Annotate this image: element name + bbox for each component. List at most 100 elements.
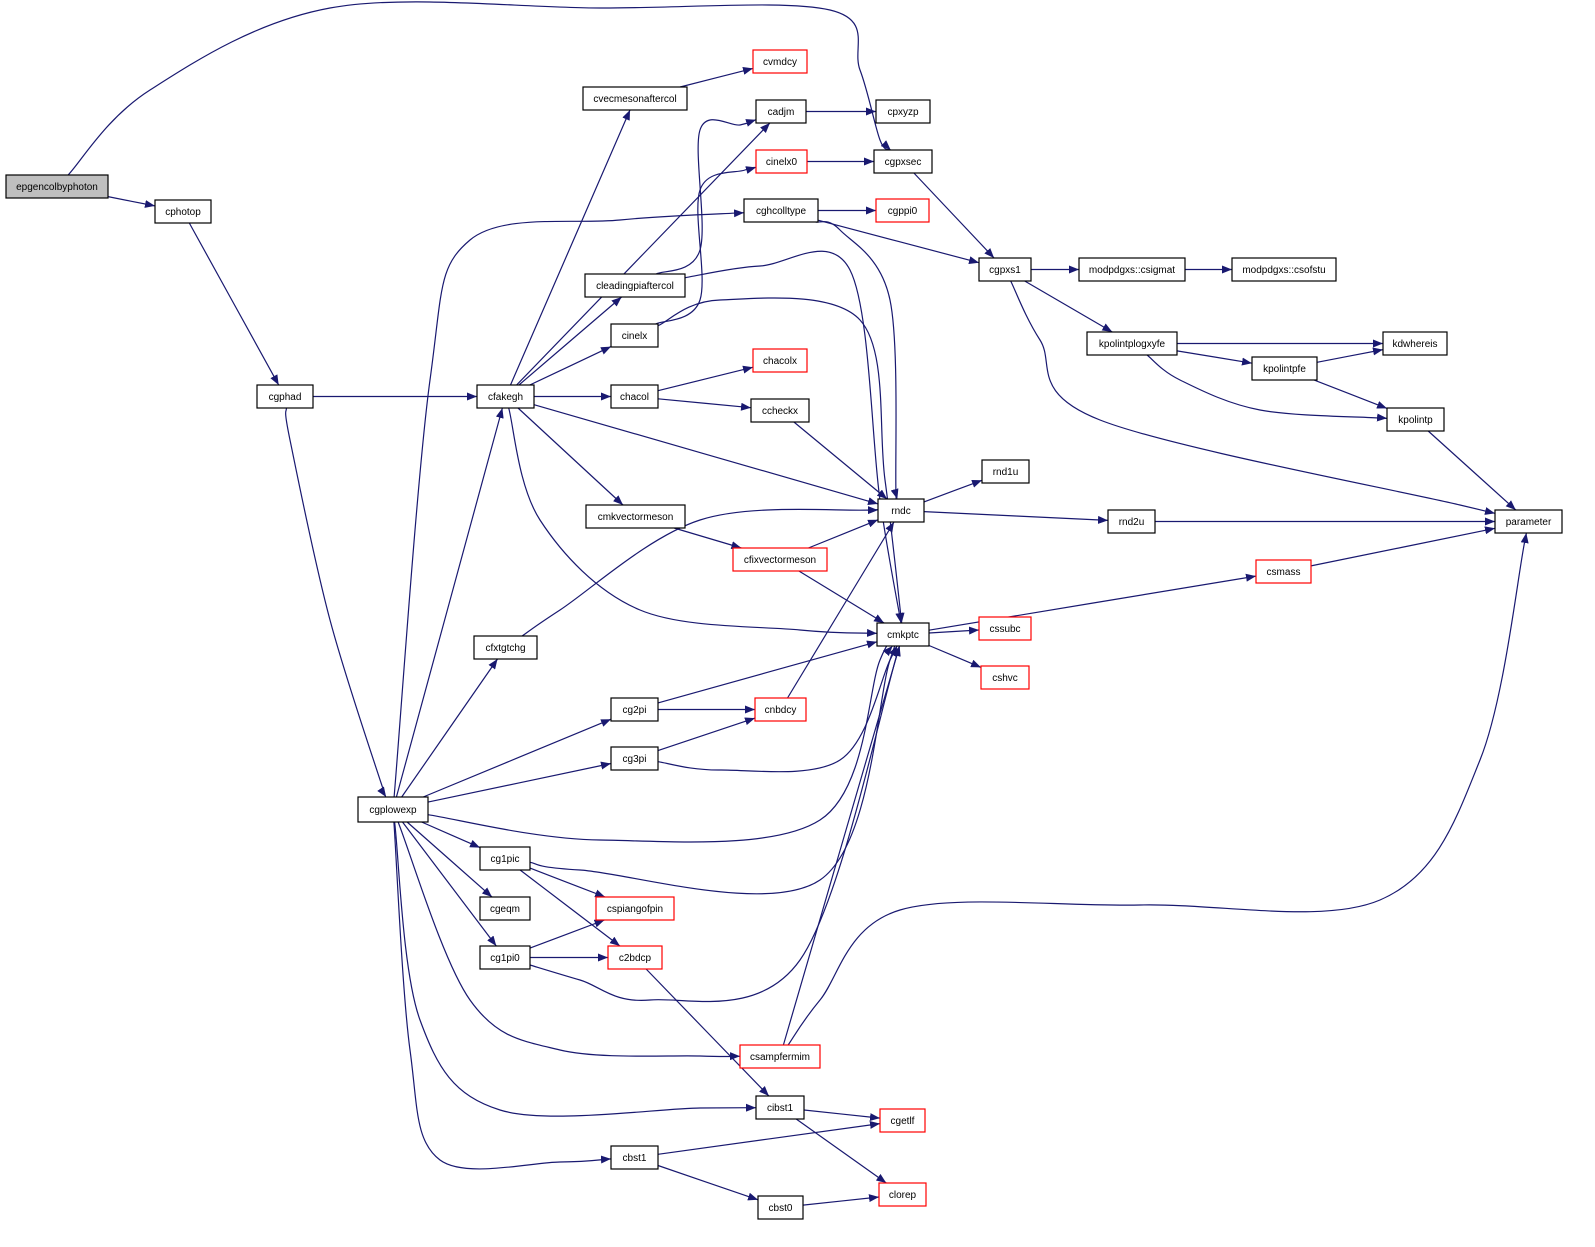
node-label: cfxtgtchg: [485, 643, 525, 654]
node-cpxyzp[interactable]: cpxyzp: [875, 99, 931, 124]
node-label: kpolintp: [1398, 415, 1433, 426]
edge-cghcolltype-to-cgpxs1: [817, 219, 980, 265]
node-box: [752, 348, 808, 373]
nodes-layer: epgencolbyphoton cphotop cgphad cgplowexp cv…: [5, 49, 1563, 1220]
node-label: cspiangofpin: [607, 904, 663, 915]
node-label: cfixvectormeson: [744, 555, 816, 566]
node-cgeqm[interactable]: cgeqm: [479, 896, 531, 921]
node-label: cssubc: [989, 624, 1020, 635]
node-cmkvectormeson[interactable]: cmkvectormeson: [585, 504, 686, 529]
node-box: [750, 398, 810, 423]
node-box: [1086, 331, 1178, 356]
node-csampfermim[interactable]: csampfermim: [739, 1044, 821, 1069]
node-ccheckx[interactable]: ccheckx: [750, 398, 810, 423]
edge-kpolintpfe-to-kpolintp: [1313, 379, 1388, 409]
node-cfxtgtchg[interactable]: cfxtgtchg: [473, 635, 538, 660]
node-cgpxsec[interactable]: cgpxsec: [873, 149, 933, 174]
node-cgplowexp[interactable]: cgplowexp: [357, 796, 429, 823]
edge-chacol-to-ccheckx: [657, 398, 752, 411]
node-cmkptc[interactable]: cmkptc: [876, 622, 930, 647]
edge-cgplowexp-to-cghcolltype: [393, 209, 745, 798]
node-label: cgplowexp: [369, 805, 417, 816]
node-cleadingpiaftercol[interactable]: cleadingpiaftercol: [584, 273, 686, 298]
node-box: [357, 796, 429, 823]
node-cnbdcy[interactable]: cnbdcy: [754, 697, 807, 722]
node-box: [739, 1044, 821, 1069]
node-cshvc[interactable]: cshvc: [980, 665, 1030, 690]
node-chacolx[interactable]: chacolx: [752, 348, 808, 373]
node-kpolintplogxyfe[interactable]: kpolintplogxyfe: [1086, 331, 1178, 356]
edge-cgpxsec-to-cgpxs1: [913, 172, 995, 259]
node-label: cgeqm: [490, 904, 520, 915]
node-cbst1[interactable]: cbst1: [610, 1145, 659, 1170]
edge-cg1pi0-to-cspiangofpin: [529, 919, 605, 949]
node-label: cgpxsec: [885, 157, 922, 168]
edge-cmkptc-to-cssubc: [928, 626, 980, 635]
node-box: [1386, 407, 1445, 432]
node-label: modpdgxs::csigmat: [1089, 265, 1175, 276]
node-cphotop[interactable]: cphotop: [154, 199, 212, 224]
node-cvmdcy[interactable]: cvmdcy: [752, 49, 808, 74]
node-box: [1107, 509, 1156, 534]
node-box: [1251, 356, 1318, 381]
edge-cgplowexp-to-cibst1: [394, 821, 757, 1117]
edge-cgphad-to-cgplowexp: [285, 407, 391, 810]
node-cgppi0[interactable]: cgppi0: [875, 198, 930, 223]
edge-cg1pi0-to-cmkptc: [529, 645, 901, 1003]
node-label: cadjm: [768, 107, 795, 118]
edge-chacol-to-chacolx: [657, 365, 754, 392]
node-cspiangofpin[interactable]: cspiangofpin: [595, 896, 675, 921]
node-box: [256, 384, 314, 409]
node-chacol[interactable]: chacol: [610, 384, 659, 409]
node-box: [479, 896, 531, 921]
node-cgphad[interactable]: cgphad: [256, 384, 314, 409]
node-cg1pic[interactable]: cg1pic: [479, 846, 531, 871]
node-cadjm[interactable]: cadjm: [755, 99, 807, 124]
edge-csampfermim-to-parameter: [787, 521, 1530, 1046]
node-kpolintp[interactable]: kpolintp: [1386, 407, 1445, 432]
node-box: [981, 459, 1030, 484]
node-box: [1231, 257, 1337, 282]
node-box: [875, 99, 931, 124]
node-cgetlf[interactable]: cgetlf: [879, 1108, 926, 1133]
node-cinelx0[interactable]: cinelx0: [755, 149, 808, 174]
node-rnd2u[interactable]: rnd2u: [1107, 509, 1156, 534]
edge-cg1pic-to-c2bdcp: [519, 869, 621, 947]
node-cvecmesonaftercol[interactable]: cvecmesonaftercol: [582, 86, 688, 111]
edge-csampfermim-to-cmkptc: [782, 645, 901, 1046]
node-cfakegh[interactable]: cfakegh: [476, 384, 535, 409]
node-label: kpolintplogxyfe: [1099, 339, 1166, 350]
node-csmass[interactable]: csmass: [1255, 559, 1312, 584]
node-cinelx[interactable]: cinelx: [610, 323, 659, 348]
node-rndc[interactable]: rndc: [877, 498, 925, 523]
node-cgpxs1[interactable]: cgpxs1: [978, 257, 1032, 282]
node-label: cg3pi: [623, 754, 647, 765]
node-csigmat[interactable]: modpdgxs::csigmat: [1078, 257, 1186, 282]
node-epgencolbyphoton[interactable]: epgencolbyphoton: [5, 174, 109, 199]
node-cibst1[interactable]: cibst1: [755, 1095, 805, 1120]
node-label: cshvc: [992, 673, 1018, 684]
node-cghcolltype[interactable]: cghcolltype: [743, 198, 819, 223]
node-label: kpolintpfe: [1263, 364, 1306, 375]
node-cbst0[interactable]: cbst0: [757, 1195, 804, 1220]
node-box: [755, 99, 807, 124]
node-parameter[interactable]: parameter: [1494, 509, 1563, 534]
node-c2bdcp[interactable]: c2bdcp: [607, 945, 663, 970]
node-kdwhereis[interactable]: kdwhereis: [1382, 331, 1448, 356]
edges-layer: [67, 1, 1530, 1206]
node-rnd1u[interactable]: rnd1u: [981, 459, 1030, 484]
node-cfixvectormeson[interactable]: cfixvectormeson: [732, 547, 828, 572]
node-box: [978, 616, 1032, 641]
node-csofstu[interactable]: modpdgxs::csofstu: [1231, 257, 1337, 282]
node-cssubc[interactable]: cssubc: [978, 616, 1032, 641]
edge-cmkptc-to-cshvc: [928, 644, 982, 668]
node-clorep[interactable]: clorep: [878, 1182, 927, 1207]
edge-cg3pi-to-cnbdcy: [657, 717, 756, 752]
node-label: cgpxs1: [989, 265, 1021, 276]
node-box: [585, 504, 686, 529]
node-cg3pi[interactable]: cg3pi: [610, 746, 659, 771]
node-cg2pi[interactable]: cg2pi: [610, 697, 659, 722]
node-kpolintpfe[interactable]: kpolintpfe: [1251, 356, 1318, 381]
node-label: cghcolltype: [756, 206, 806, 217]
node-cg1pi0[interactable]: cg1pi0: [479, 945, 531, 970]
